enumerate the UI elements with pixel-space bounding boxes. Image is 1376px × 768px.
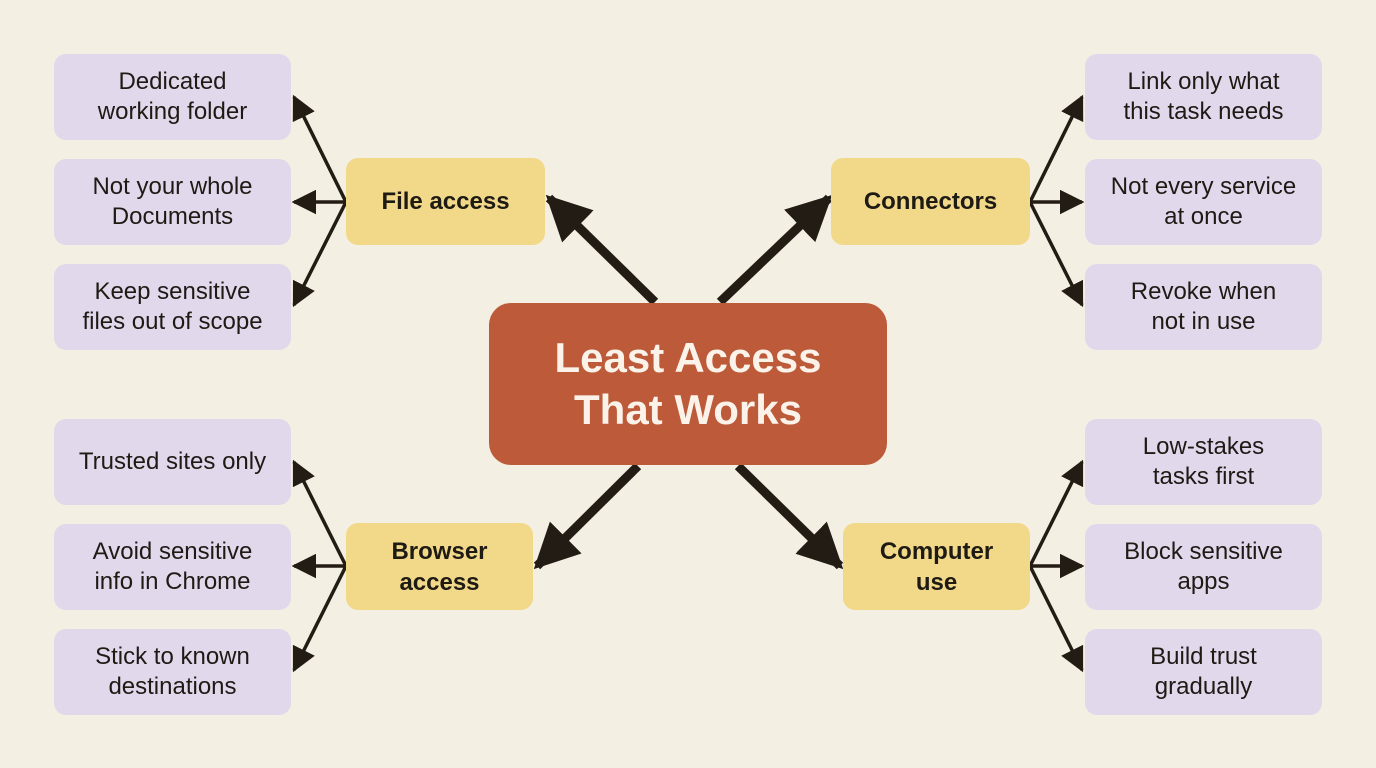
connectors-item-1: Link only what this task needs bbox=[1085, 54, 1322, 140]
central-topic: Least Access That Works bbox=[489, 303, 887, 465]
arrow-center-to-browser-access bbox=[533, 462, 642, 570]
computer-use-item-2: Block sensitive apps bbox=[1085, 524, 1322, 610]
browser-access-item-2: Avoid sensitive info in Chrome bbox=[54, 524, 291, 610]
category-connectors: Connectors bbox=[831, 158, 1030, 245]
arrow-computer-use-to-item-1 bbox=[1028, 459, 1084, 567]
arrow-computer-use-to-item-3 bbox=[1028, 565, 1084, 673]
arrow-browser-access-to-item-3 bbox=[292, 565, 348, 673]
arrow-center-to-computer-use bbox=[734, 462, 844, 570]
category-file-access: File access bbox=[346, 158, 545, 245]
connectors-item-3: Revoke when not in use bbox=[1085, 264, 1322, 350]
computer-use-item-3: Build trust gradually bbox=[1085, 629, 1322, 715]
arrow-browser-access-to-item-1 bbox=[292, 459, 348, 567]
arrow-connectors-to-item-3 bbox=[1028, 201, 1084, 308]
file-access-item-3: Keep sensitive files out of scope bbox=[54, 264, 291, 350]
arrow-connectors-to-item-1 bbox=[1028, 94, 1084, 203]
arrow-file-access-to-item-3 bbox=[292, 201, 348, 308]
file-access-item-1: Dedicated working folder bbox=[54, 54, 291, 140]
browser-access-item-3: Stick to known destinations bbox=[54, 629, 291, 715]
browser-access-item-1: Trusted sites only bbox=[54, 419, 291, 505]
connectors-item-2: Not every service at once bbox=[1085, 159, 1322, 245]
arrow-center-to-file-access bbox=[545, 194, 659, 306]
arrow-center-to-connectors bbox=[716, 194, 833, 306]
category-browser-access: Browser access bbox=[346, 523, 533, 610]
file-access-item-2: Not your whole Documents bbox=[54, 159, 291, 245]
category-computer-use: Computer use bbox=[843, 523, 1030, 610]
arrow-file-access-to-item-1 bbox=[292, 94, 348, 203]
computer-use-item-1: Low-stakes tasks first bbox=[1085, 419, 1322, 505]
